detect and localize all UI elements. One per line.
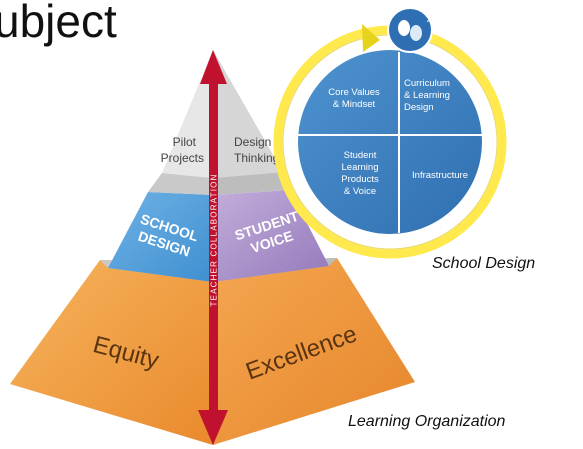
blue-disc: [298, 50, 482, 234]
q-student-4: & Voice: [344, 186, 376, 197]
caption-school-design: School Design: [432, 255, 536, 272]
band-upper: [148, 173, 213, 195]
tier-bottom-right-face: [213, 258, 415, 445]
q-curriculum-1: Curriculum: [404, 78, 450, 89]
school-design-cycle: ♪ Core Values & Mindset Curriculum & Lea…: [273, 7, 507, 259]
q-student-1: Student: [344, 150, 377, 161]
label-thinking: Thinking: [234, 151, 279, 165]
tier-top-left-face: [162, 50, 213, 178]
q-core-values-2: & Mindset: [333, 99, 376, 110]
label-design: Design: [234, 135, 271, 149]
q-student-2: Learning: [342, 162, 379, 173]
quadrant-core-values: Core Values & Mindset: [328, 87, 380, 110]
quadrant-curriculum: Curriculum & Learning Design: [404, 78, 450, 113]
band-upper-right: [213, 172, 290, 195]
ring-arrow-icon: [362, 24, 380, 52]
q-curriculum-2: & Learning: [404, 90, 450, 101]
q-student-3: Products: [341, 174, 379, 185]
theater-masks-icon: ♪: [387, 7, 433, 53]
tier-bottom-left-face: [10, 260, 213, 445]
caption-learning-organization: Learning Organization: [348, 413, 506, 430]
slide-title: ubject: [0, 0, 117, 47]
q-core-values-1: Core Values: [328, 87, 380, 98]
tier-top-right-face: [213, 50, 283, 178]
label-pilot: Pilot: [173, 135, 197, 149]
arrow-label: TEACHER COLLABORATION: [210, 173, 219, 306]
q-curriculum-3: Design: [404, 102, 434, 113]
teacher-collaboration-arrow: TEACHER COLLABORATION: [198, 50, 228, 445]
pyramid: [10, 50, 415, 445]
svg-text:♪: ♪: [426, 14, 431, 25]
quadrant-student-learning: Student Learning Products & Voice: [341, 150, 379, 197]
q-infrastructure: Infrastructure: [412, 170, 468, 181]
label-projects: Projects: [161, 151, 204, 165]
tier-middle-left-face: [108, 192, 213, 282]
quadrant-infrastructure: Infrastructure: [412, 170, 468, 181]
